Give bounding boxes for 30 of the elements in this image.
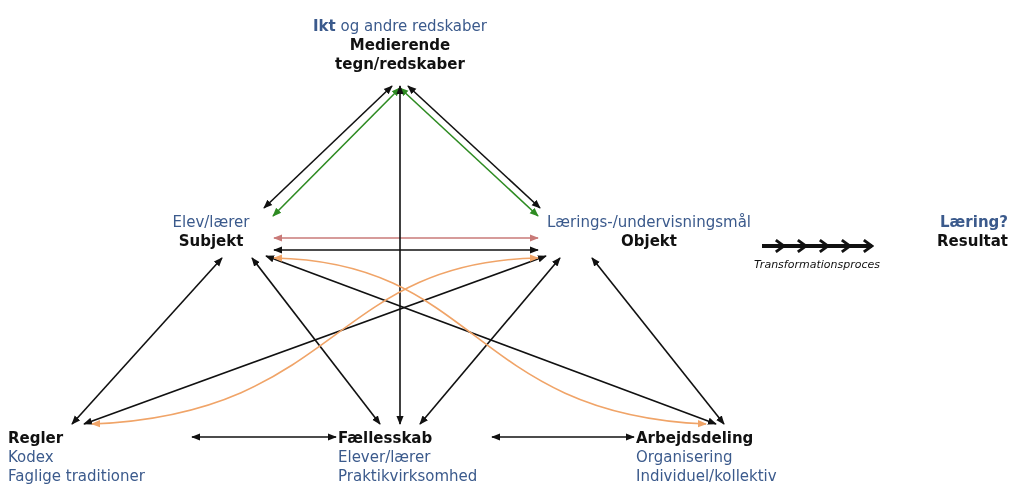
node-title: Arbejdsdeling (636, 428, 754, 448)
double-arrow (71, 257, 223, 425)
double-arrow (191, 433, 337, 441)
node-subtitle: Individuel/kollektiv (636, 466, 777, 486)
double-arrow (263, 85, 393, 209)
double-arrow (273, 234, 539, 242)
edge-label: Transformationsproces (754, 258, 880, 271)
node-title: Regler (8, 428, 64, 448)
node-title: Subjekt (178, 232, 244, 251)
node-subtitle: Kodex (8, 447, 54, 467)
double-arrow (591, 257, 725, 425)
node-title: Medierende tegn/redskaber (334, 35, 466, 74)
double-arrow (272, 87, 401, 217)
double-arrow (419, 257, 561, 425)
node-subtitle: Elev/lærer (172, 213, 250, 232)
arrow (762, 239, 874, 253)
node-title: Fællesskab (338, 428, 433, 448)
node-subtitle: Læring? (940, 213, 1008, 232)
node-subtitle: Organisering (636, 447, 733, 467)
double-arrow (491, 433, 635, 441)
node-subtitle: Lærings-/undervisningsmål (547, 213, 751, 232)
node-title: Objekt (621, 232, 677, 251)
node-subtitle: Faglige traditioner (8, 466, 145, 486)
node-title: Resultat (937, 232, 1008, 251)
node-subtitle: Elever/lærer (338, 447, 431, 467)
node-subtitle: Praktikvirksomhed (338, 466, 478, 486)
double-arrow (251, 257, 381, 425)
node-subtitle: Ikt og andre redskaber (313, 16, 487, 36)
double-arrow (396, 85, 404, 425)
double-arrow (273, 246, 539, 254)
